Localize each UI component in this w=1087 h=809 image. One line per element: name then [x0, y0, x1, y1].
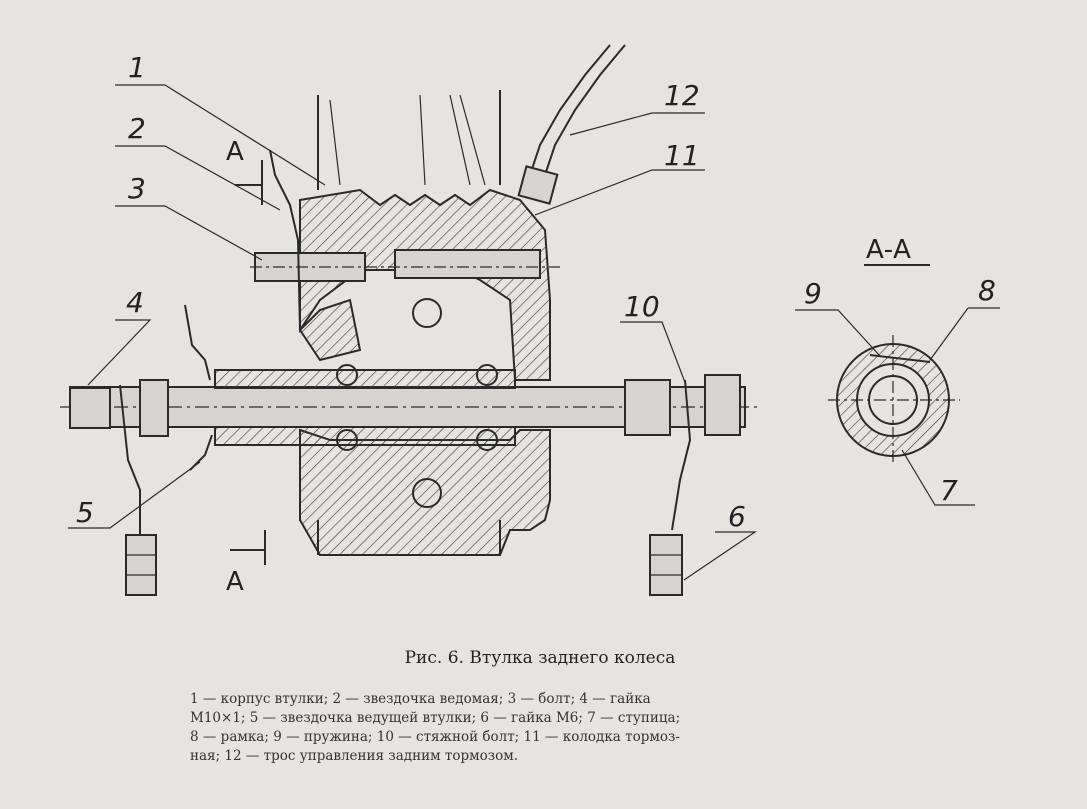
section-a-a — [828, 335, 960, 465]
callout-label-4: 4 — [126, 286, 144, 319]
figure-caption: Рис. 6. Втулка заднего колеса — [404, 648, 676, 668]
callout-label-9: 9 — [804, 277, 822, 310]
driven-sprocket — [261, 149, 301, 331]
callout-label-8: 8 — [978, 274, 996, 307]
legend-line: ная; 12 — трос управления задним тормозо… — [190, 748, 519, 764]
callout-label-3: 3 — [128, 172, 146, 205]
callout-7: 7 — [901, 449, 975, 507]
bearings — [214, 298, 516, 508]
legend-line: 8 — рамка; 9 — пружина; 10 — стяжной бол… — [190, 729, 680, 745]
left-axle-end — [69, 379, 169, 596]
section-mark-top: А — [226, 137, 263, 205]
section-view-title: А-А — [864, 235, 930, 266]
callout-2: 2 — [115, 112, 281, 211]
callout-label-1: 1 — [128, 51, 146, 84]
callout-label-7: 7 — [940, 474, 958, 507]
callout-8: 8 — [929, 274, 1000, 361]
callout-6: 6 — [683, 500, 757, 581]
callout-3: 3 — [115, 172, 263, 261]
right-axle-end — [624, 374, 741, 596]
callout-10: 10 — [620, 290, 687, 386]
callout-label-5: 5 — [76, 496, 94, 529]
callout-label-12: 12 — [664, 79, 700, 112]
legend-line: 1 — корпус втулки; 2 — звездочка ведомая… — [190, 691, 651, 707]
hub-housing — [298, 90, 551, 381]
section-mark-bottom: А — [226, 530, 266, 597]
section-letter-top: А — [226, 137, 244, 167]
hub-drawing: А А А-А 1 2 3 4 5 6 7 8 9 — [60, 44, 1000, 597]
callout-label-11: 11 — [664, 139, 700, 172]
hub-lower-housing — [299, 428, 551, 556]
callout-11: 11 — [534, 139, 705, 216]
section-view-title-text: А-А — [866, 235, 911, 265]
callout-label-10: 10 — [624, 290, 660, 323]
callout-9: 9 — [795, 277, 881, 357]
figure-legend: 1 — корпус втулки; 2 — звездочка ведомая… — [190, 690, 890, 766]
callout-5: 5 — [68, 461, 201, 529]
legend-line: М10×1; 5 — звездочка ведущей втулки; 6 —… — [190, 710, 681, 726]
callout-label-6: 6 — [728, 500, 746, 533]
callout-label-2: 2 — [128, 112, 146, 145]
callout-1: 1 — [115, 51, 326, 186]
brake-bolt — [250, 249, 560, 282]
callout-4: 4 — [87, 286, 152, 386]
callout-12: 12 — [569, 79, 705, 136]
section-letter-bottom: А — [226, 567, 244, 597]
brake-cable — [517, 44, 626, 205]
